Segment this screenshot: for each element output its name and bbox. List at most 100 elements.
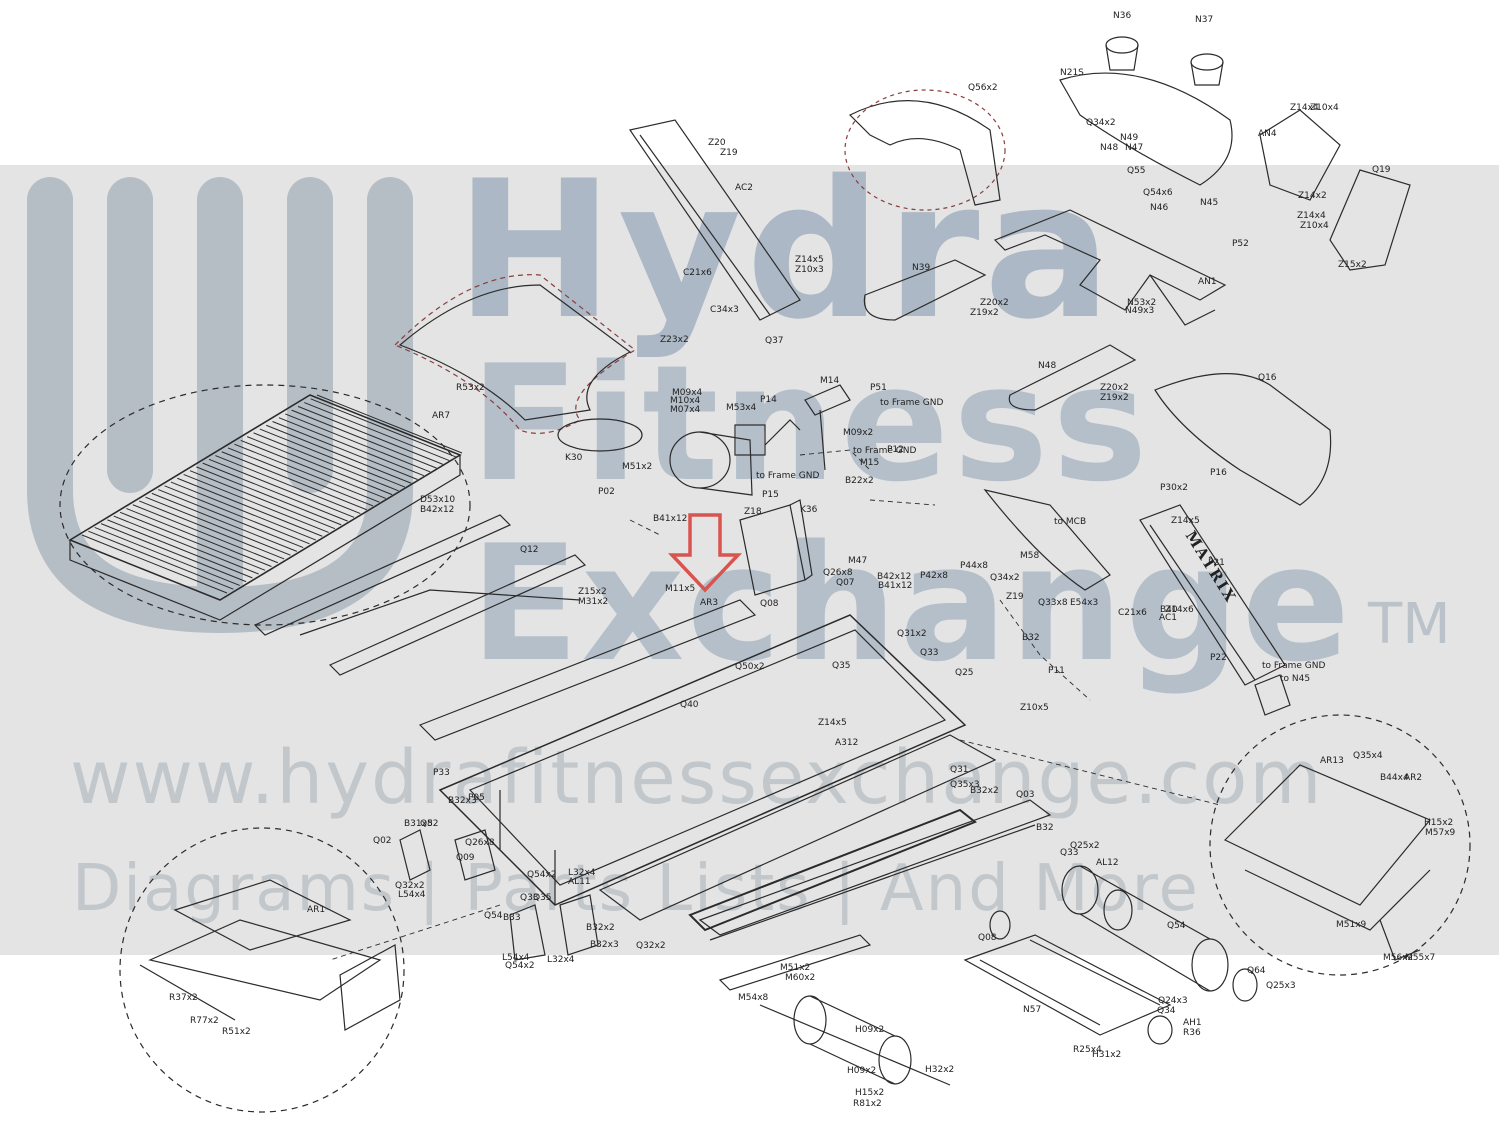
callout-label: Z10x3 <box>795 265 824 275</box>
callout-label: R81x2 <box>853 1099 882 1109</box>
callout-label: M14 <box>820 376 839 386</box>
side-rail-q02 <box>688 808 977 932</box>
callout-label: AH1 <box>1183 1018 1202 1028</box>
deck-rails-ar3 <box>253 514 587 676</box>
callout-label: AR7 <box>432 411 450 421</box>
leader-lines <box>329 449 1221 961</box>
callout-label: M11x5 <box>665 584 695 594</box>
callout-label: Z19 <box>720 148 738 158</box>
callout-label: R36 <box>1183 1028 1201 1038</box>
callout-label: M09x2 <box>843 428 873 438</box>
rear-leg-right <box>509 894 599 961</box>
highlight-arrow-icon <box>667 513 743 593</box>
side-cover-q12 <box>983 489 1111 591</box>
callout-label: Z19x2 <box>1100 393 1129 403</box>
handlebar-frame <box>993 209 1227 326</box>
callout-label: Q34x2 <box>990 573 1020 583</box>
callout-label: B42x12 <box>420 505 454 515</box>
callout-label: Z10x4 <box>1300 221 1329 231</box>
callout-label: Q02 <box>373 836 392 846</box>
callout-label: Z14x5 <box>1171 516 1200 526</box>
callout-label: Q08 <box>978 933 997 943</box>
callout-label: M58 <box>1020 551 1039 561</box>
callout-label: Q52 <box>420 819 439 829</box>
callout-label: to Frame GND <box>853 446 917 456</box>
callout-label: P44x8 <box>960 561 988 571</box>
callout-label: H31x2 <box>1092 1050 1121 1060</box>
front-roller-ar2 <box>989 865 1258 1002</box>
callout-label: C21x6 <box>1118 608 1147 618</box>
callout-label: Q35 <box>533 893 552 903</box>
callout-label: N53x2 <box>1127 298 1156 308</box>
callout-label: Z23x2 <box>660 335 689 345</box>
callout-label: M53x4 <box>726 403 757 413</box>
callout-label: Q54x6 <box>1143 188 1173 198</box>
callout-label: B44x4 <box>1380 773 1409 783</box>
callout-label: R77x2 <box>190 1016 219 1026</box>
callout-label: C34x3 <box>710 305 739 315</box>
callout-label: B32x2 <box>970 786 999 796</box>
callout-label: K30 <box>565 453 583 463</box>
callout-label: Q25x3 <box>1266 981 1296 991</box>
callout-label: Z15x2 <box>578 587 607 597</box>
callout-label: Q54 <box>484 911 503 921</box>
callout-label: L54x4 <box>398 890 426 900</box>
callout-label: R37x2 <box>169 993 198 1003</box>
callout-label: N45 <box>1200 198 1218 208</box>
grip-left <box>863 259 987 321</box>
callout-label: Q37 <box>765 336 784 346</box>
callout-label: H09x2 <box>847 1066 876 1076</box>
callout-label: Z20 <box>708 138 726 148</box>
callout-label: N21S <box>1060 68 1084 78</box>
callout-label: B31x8 <box>404 819 433 829</box>
callout-label: H15x2 <box>855 1088 884 1098</box>
rear-leg-left <box>399 829 496 881</box>
callout-label: AL12 <box>1096 858 1119 868</box>
callout-label: P22 <box>1210 653 1227 663</box>
callout-label: AC1 <box>1159 613 1177 623</box>
callout-label: Z14x5 <box>818 718 847 728</box>
callout-label: B32 <box>1022 633 1040 643</box>
callout-label: Q32x2 <box>636 941 666 951</box>
callout-label: AR3 <box>700 598 718 608</box>
callout-label: M15 <box>860 458 879 468</box>
callout-label: Q25x2 <box>1070 841 1100 851</box>
callout-label: Z20x2 <box>980 298 1009 308</box>
callout-label: Q25 <box>955 668 974 678</box>
callout-label: AR2 <box>1404 773 1422 783</box>
callout-label: P05 <box>468 793 485 803</box>
callout-label: AL11 <box>568 877 591 887</box>
callout-label: Q33 <box>520 893 539 903</box>
callout-label: to Frame GND <box>756 471 820 481</box>
callout-label: Z19 <box>1006 592 1024 602</box>
lower-rail-q04 <box>718 934 872 991</box>
callout-label: Q12 <box>520 545 539 555</box>
callout-label: Q55 <box>1127 166 1146 176</box>
callout-label: N57 <box>1023 1005 1041 1015</box>
callout-label: Q08 <box>760 599 779 609</box>
callout-label: P21 <box>1208 558 1225 568</box>
callout-label: Z14x4 <box>1290 103 1319 113</box>
drive-motor <box>557 418 801 496</box>
callout-label: Q07 <box>836 578 855 588</box>
motor-controller <box>739 499 813 596</box>
callout-label: P51 <box>870 383 887 393</box>
callout-label: AR1 <box>307 905 325 915</box>
callout-label: Q19 <box>1372 165 1391 175</box>
callout-label: L32x4 <box>547 955 575 965</box>
callout-label: N37 <box>1195 15 1213 25</box>
callout-label: N48 <box>1100 143 1118 153</box>
callout-label: to N45 <box>1280 674 1310 684</box>
callout-label: M31x2 <box>578 597 608 607</box>
top-bracket-an4 <box>1259 109 1341 201</box>
callout-label: Q32x2 <box>395 881 425 891</box>
callout-label: Q35x4 <box>1353 751 1383 761</box>
callout-label: Z14x4 <box>1297 211 1326 221</box>
callout-label: Q56x2 <box>968 83 998 93</box>
callout-label: Q40 <box>680 700 699 710</box>
callout-label: P30x2 <box>1160 483 1188 493</box>
callout-label: P16 <box>1210 468 1227 478</box>
callout-label: B40 <box>1160 605 1178 615</box>
console-top <box>1059 36 1233 186</box>
callout-label: B32x3 <box>448 796 477 806</box>
